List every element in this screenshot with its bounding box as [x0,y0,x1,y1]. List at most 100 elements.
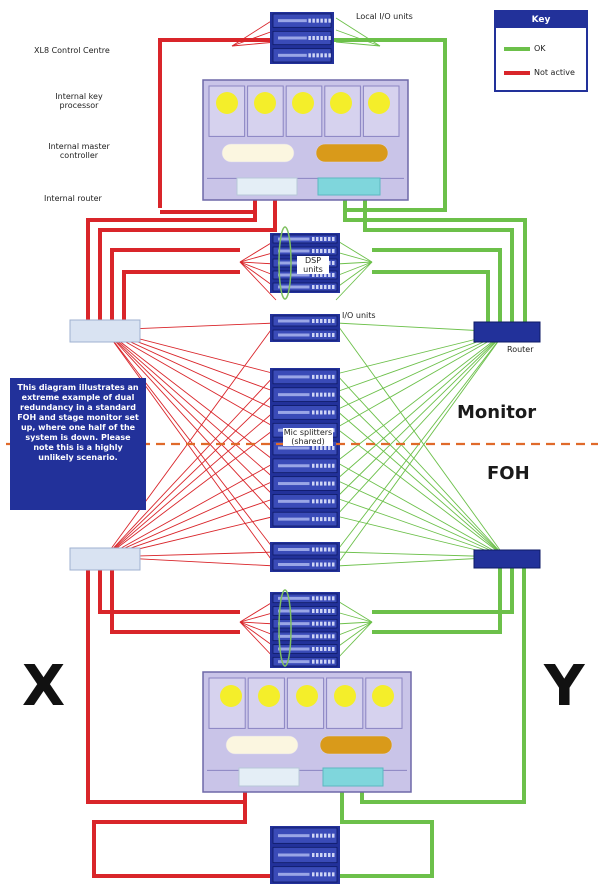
dsp-top-red-5 [239,261,277,301]
key-processor-top-3 [330,92,352,114]
green-wire-top-2 [335,331,506,411]
monitor-zone-label: Monitor [457,402,537,423]
red-wire-top-4 [104,329,277,463]
mic-splitters-label: Mic splitters (shared) [283,428,333,446]
key-processor-top-1 [254,92,276,114]
legend-title: Key [496,12,586,28]
red-wire-top-8 [104,329,277,553]
router-label: Router [507,345,534,354]
local-io-green-2 [335,41,381,47]
dsp-top-green-2 [335,261,373,265]
dsp-top-green-3 [335,261,373,277]
router-y-top [473,321,541,343]
legend-ok-row: OK [504,44,546,53]
dsp-top-green-4 [335,261,373,289]
top-red-to-router-x-1 [86,195,257,322]
legend-ok-label: OK [534,44,546,53]
bot-red-local-io-cable [92,802,276,878]
green-wire-top-6 [335,331,506,499]
red-wire-bottom-1 [104,391,277,558]
internal-router-label: Internal router [44,194,102,203]
legend: Key OK Not active [494,10,588,92]
top-green-to-router-y-2 [363,195,514,322]
red-wire-bottom-4 [104,461,277,558]
key-processor-bot-3 [334,685,356,707]
green-wire-bottom-5 [335,479,506,558]
green-wire-bottom-1 [335,391,506,558]
io-units-top [270,314,340,342]
red-wire-top-7 [104,329,277,517]
red-wire-top-5 [104,329,277,481]
explanatory-note: This diagram illustrates an extreme exam… [10,378,146,510]
key-processor-bot-0 [220,685,242,707]
control-centre-label: XL8 Control Centre [34,46,110,55]
mic-splitters [270,368,340,528]
red-wire-bottom-5 [104,479,277,558]
side-x-label: X [22,654,66,719]
router-x-bottom [69,547,141,571]
green-wire-bottom-6 [335,497,506,558]
green-wire-bottom-10 [335,322,506,558]
dsp-bot-green-3 [335,621,373,637]
router-y-to-dsp-top-1 [372,248,502,322]
key-processor-top-2 [292,92,314,114]
dsp-bot-green-4 [335,621,373,649]
master-controller-bot-right [319,735,393,755]
internal-router-bot-right [322,767,384,787]
dsp-bot-green-5 [335,621,373,661]
red-wire-bottom-3 [104,427,277,558]
green-wire-top-9 [335,331,506,567]
dsp-top-green-5 [335,261,373,301]
legend-not-active-label: Not active [534,68,575,77]
red-wire-top-9 [104,329,277,567]
red-wire-bottom-6 [104,497,277,558]
dsp-bot-green-2 [335,621,373,625]
internal-router-top-left [236,177,298,196]
dsp-bot-green-1 [335,611,373,623]
dsp-top-green-0 [335,239,373,263]
internal-router-bot-left [238,767,300,787]
master-controller-bot-left [225,735,299,755]
router-x-to-dsp-bot-2 [110,565,240,634]
key-processor-label: Internal key processor [55,92,103,110]
local-io-label: Local I/O units [356,12,413,21]
foh-zone-label: FOH [487,463,530,484]
green-wire-top-5 [335,331,506,481]
master-controller-top-left [221,143,295,163]
dsp-bot-green-0 [335,599,373,623]
green-wire-top-3 [335,331,506,429]
router-y-bottom [473,549,541,569]
red-wire-bottom-0 [104,373,277,558]
router-y-to-dsp-bot-2 [372,565,502,634]
legend-not-active-swatch [504,70,530,75]
master-controller-label: Internal master controller [48,142,110,160]
io-units-label: I/O units [342,311,376,320]
key-processor-bot-2 [296,685,318,707]
dsp-units-top [270,233,340,293]
legend-not-active-row: Not active [504,68,575,77]
key-processor-top-4 [368,92,390,114]
legend-ok-swatch [504,46,530,51]
red-wire-top-2 [104,329,277,411]
key-processor-bot-4 [372,685,394,707]
green-wire-bottom-3 [335,427,506,558]
router-y-to-dsp-top-2 [372,270,490,322]
green-wire-bottom-2 [335,409,506,558]
hardware [69,12,541,884]
thick-connections [86,38,527,878]
xl8-top-red-cable-a [158,38,276,208]
dsp-units-bottom [270,592,340,668]
router-x-to-dsp-top-2 [122,270,240,322]
internal-router-top-right [317,177,381,196]
local-io-units-top [270,12,334,64]
green-wire-top-8 [335,331,506,553]
bot-green-local-io-cable [336,790,434,878]
green-wire-bottom-4 [335,461,506,558]
key-processor-top-0 [216,92,238,114]
green-wire-bottom-0 [335,373,506,558]
router-x-top [69,319,141,343]
dsp-bot-link [278,589,292,667]
side-y-label: Y [544,654,585,719]
dsp-top-link [278,226,292,300]
